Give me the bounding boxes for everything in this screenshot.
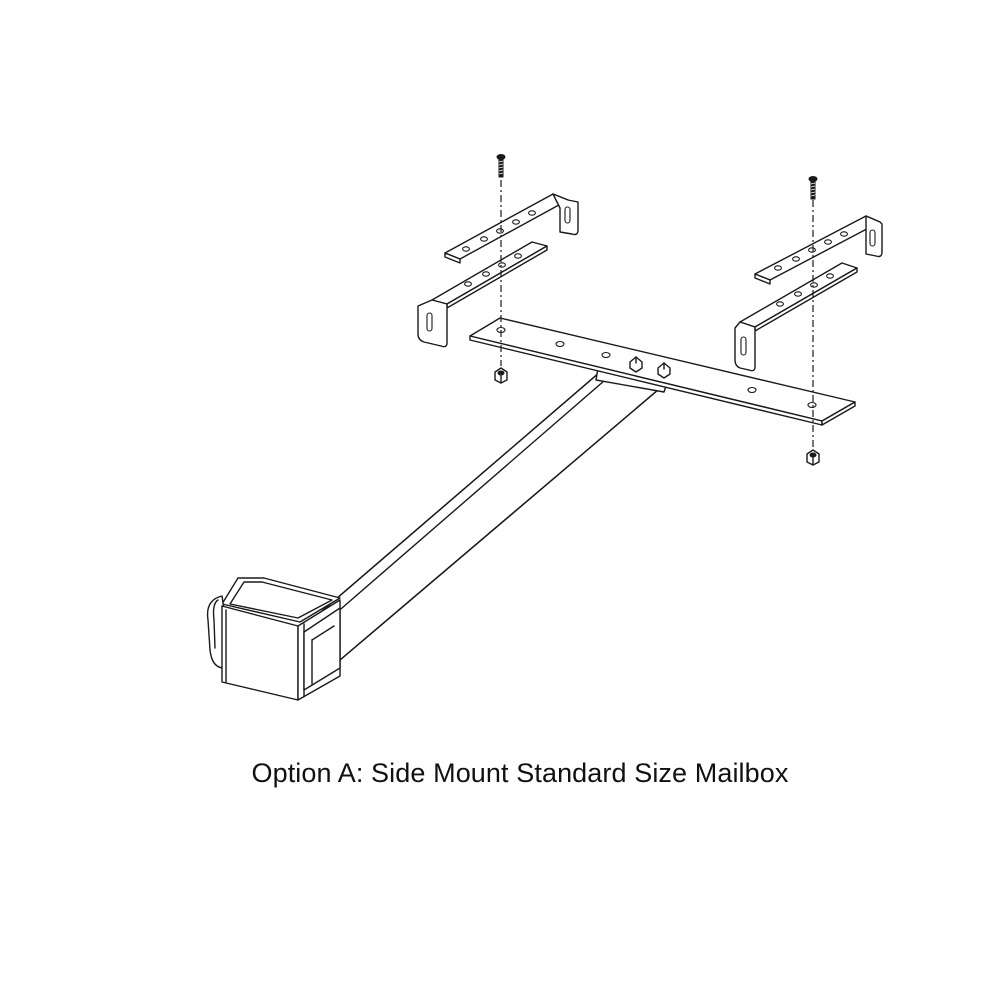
bolt-head-icon [629, 356, 643, 373]
lower-bracket-icon [417, 241, 548, 348]
bolt-icon [496, 154, 506, 178]
diagram-caption: Option A: Side Mount Standard Size Mailb… [251, 758, 789, 788]
bolt-head-icon [657, 362, 671, 379]
post-sleeve-icon [206, 577, 341, 701]
nut-icon [494, 367, 508, 384]
support-arm-icon [299, 367, 669, 661]
upper-bracket-icon [444, 193, 579, 264]
lower-bracket-icon [734, 262, 858, 372]
upper-bracket-icon [754, 215, 883, 285]
bolt-icon [808, 176, 818, 200]
mounting-plate-icon [469, 317, 856, 426]
nut-icon [806, 449, 820, 466]
